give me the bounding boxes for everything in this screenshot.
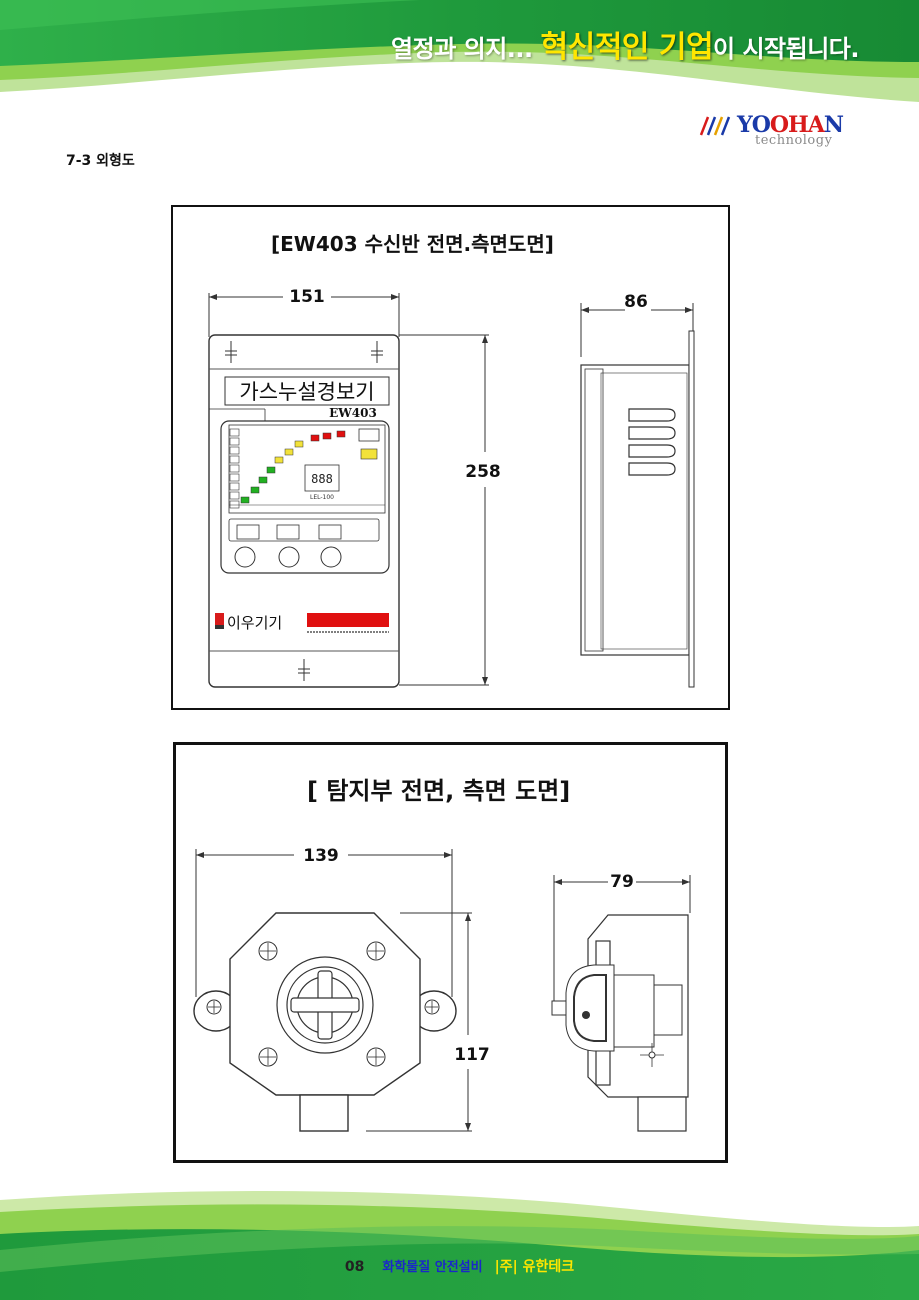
detector-depth-label: 79 [610,872,634,892]
section-title: 7-3 외형도 [66,153,135,169]
header-slogan: 열정과 의지... 혁신적인 기업이 시작됩니다. [391,30,859,65]
page-number: 08 [344,1259,365,1275]
header-banner [0,0,919,110]
sensor-cross-icon [290,970,360,1040]
logo-stripes-icon [699,116,731,136]
company-logo: YOOHAN technology [699,112,849,152]
mute-button-knob [320,546,342,568]
led-digits: 888 [311,472,333,486]
detector-height-label: 117 [454,1045,490,1065]
dim-width-label: 151 [289,287,325,307]
footer-banner [0,1190,919,1300]
panel1-title: [EW403 수신반 전면.측면도면] [271,232,554,256]
device-name-label: 가스누설경보기 [239,380,374,404]
test-button-knob [278,546,300,568]
model-label: EW403 [329,406,377,420]
detector-width-label: 139 [303,846,339,866]
slogan-highlight: 혁신적인 기업 [540,30,714,65]
detector-drawing: [ 탐지부 전면, 측면 도면] 139 117 [193,777,691,1132]
panel2-title: [ 탐지부 전면, 측면 도면] [307,777,570,805]
reset-button-knob [234,546,256,568]
dim-depth-label: 86 [624,292,648,312]
company-name: |주| 유한테크 [494,1259,575,1275]
receiver-drawing: [EW403 수신반 전면.측면도면] 151 258 가스누설경보기 EW40… [208,232,695,688]
receiver-drawing-panel: [EW403 수신반 전면.측면도면] 151 258 가스누설경보기 EW40… [171,205,730,710]
doc-name: 화학물질 안전설비 [382,1260,483,1275]
lel-label: LEL-100 [310,494,334,501]
detector-drawing-panel: [ 탐지부 전면, 측면 도면] 139 117 [173,742,728,1163]
mount-hole-icon [225,341,383,681]
brand-label: 이우기기 [227,614,282,632]
dim-height-label: 258 [465,462,501,482]
footer-text: 08 화학물질 안전설비 |주| 유한테크 [0,1256,919,1276]
